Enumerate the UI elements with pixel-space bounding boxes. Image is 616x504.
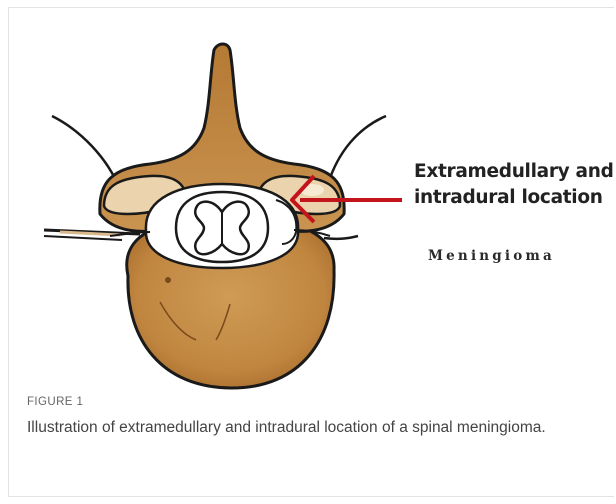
body-spot — [165, 277, 171, 283]
arrow-icon — [292, 176, 402, 222]
tumor-label: Meningioma — [428, 248, 555, 264]
right-facet-line — [328, 116, 386, 184]
annotation-line-2: intradural location — [414, 185, 614, 211]
location-annotation: Extramedullary and intradural location — [414, 159, 614, 211]
figure-number: FIGURE 1 — [27, 396, 83, 408]
annotation-line-1: Extramedullary and — [414, 159, 614, 185]
figure-caption: Illustration of extramedullary and intra… — [27, 417, 587, 439]
